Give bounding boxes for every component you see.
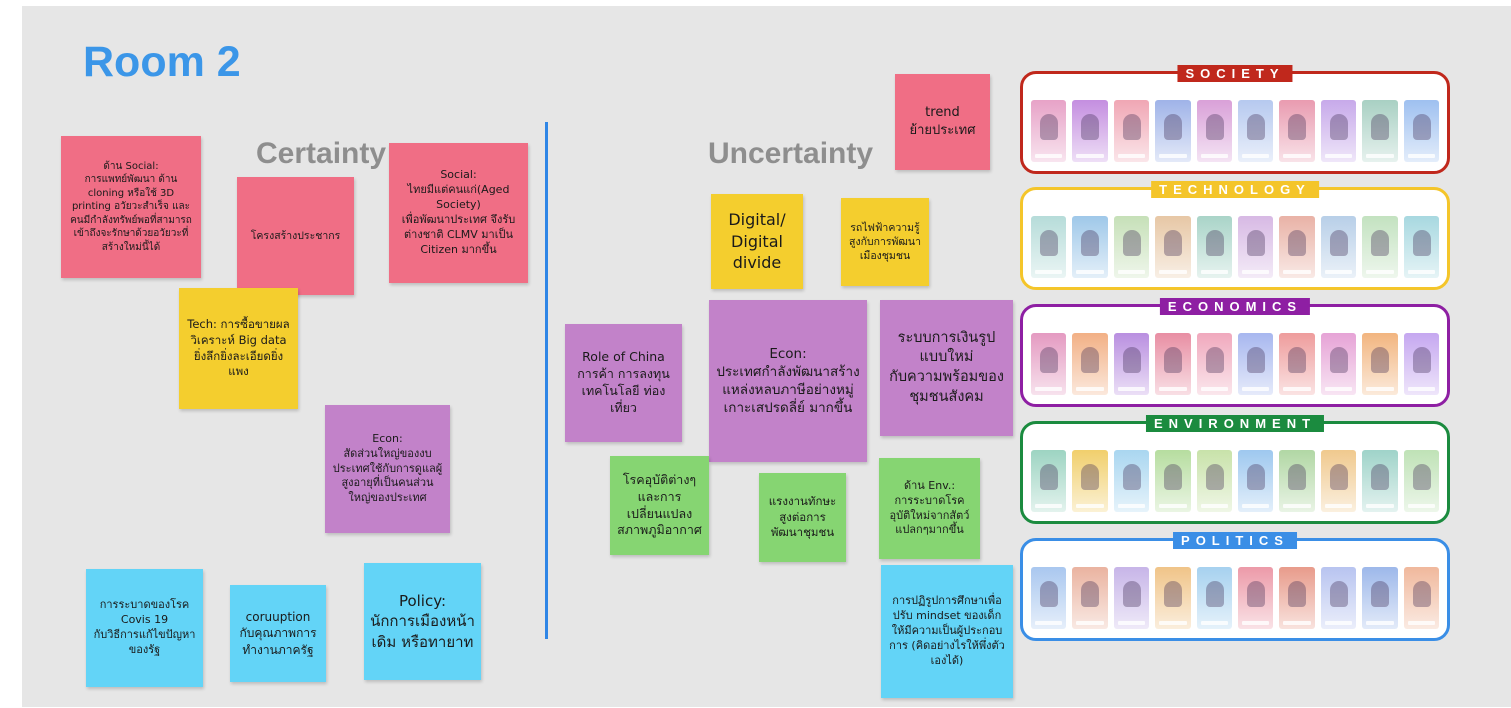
trend-card-thumbnail[interactable] <box>1362 567 1398 629</box>
trend-card-thumbnail[interactable] <box>1279 450 1315 512</box>
trend-card-thumbnail[interactable] <box>1362 333 1398 395</box>
trend-cards <box>1031 333 1440 395</box>
trend-cards <box>1031 450 1440 512</box>
trend-card-thumbnail[interactable] <box>1403 100 1440 162</box>
category-panel-environment: ENVIRONMENT <box>1020 415 1450 524</box>
sticky-note[interactable]: การระบาดของโรค Covis 19 กับวิธีการแก้ไขป… <box>86 569 203 687</box>
trend-card-thumbnail[interactable] <box>1320 100 1357 162</box>
sticky-note[interactable]: ระบบการเงินรูปแบบใหม่ กับความพร้อมของชุม… <box>880 300 1013 436</box>
sticky-note[interactable]: ด้าน Social: การแพทย์พัฒนา ด้าน cloning … <box>61 136 201 278</box>
trend-card-thumbnail[interactable] <box>1155 567 1191 629</box>
trend-card-thumbnail[interactable] <box>1279 100 1315 162</box>
trend-card-thumbnail[interactable] <box>1072 450 1108 512</box>
category-title: SOCIETY <box>1177 65 1293 82</box>
trend-card-thumbnail[interactable] <box>1155 216 1191 278</box>
trend-card-thumbnail[interactable] <box>1072 100 1108 162</box>
category-panel-economics: ECONOMICS <box>1020 298 1450 407</box>
trend-card-thumbnail[interactable] <box>1031 333 1067 395</box>
category-title: TECHNOLOGY <box>1151 181 1319 198</box>
trend-card-thumbnail[interactable] <box>1238 100 1274 162</box>
trend-card-thumbnail[interactable] <box>1403 450 1440 512</box>
sticky-note[interactable]: Social: ไทยมีแต่คนแก่(Aged Society) เพื่… <box>389 143 528 283</box>
trend-card-thumbnail[interactable] <box>1031 450 1067 512</box>
sticky-note[interactable]: การปฏิรูปการศึกษาเพื่อปรับ mindset ของเด… <box>881 565 1013 698</box>
category-panel-society: SOCIETY <box>1020 65 1450 174</box>
trend-card-thumbnail[interactable] <box>1072 567 1108 629</box>
trend-card-thumbnail[interactable] <box>1238 567 1274 629</box>
trend-card-thumbnail[interactable] <box>1279 333 1315 395</box>
trend-cards <box>1031 567 1440 629</box>
trend-card-thumbnail[interactable] <box>1320 450 1357 512</box>
trend-card-thumbnail[interactable] <box>1403 216 1440 278</box>
trend-card-thumbnail[interactable] <box>1031 216 1067 278</box>
trend-card-thumbnail[interactable] <box>1320 333 1357 395</box>
trend-card-thumbnail[interactable] <box>1196 100 1233 162</box>
trend-card-thumbnail[interactable] <box>1238 333 1274 395</box>
trend-card-thumbnail[interactable] <box>1279 567 1315 629</box>
sticky-note[interactable]: Policy: นักการเมืองหน้าเดิม หรือทายาท <box>364 563 481 680</box>
trend-card-thumbnail[interactable] <box>1196 216 1233 278</box>
sticky-note[interactable]: Econ: สัดส่วนใหญ่ของงบประเทศใช้กับการดูแ… <box>325 405 450 533</box>
trend-card-thumbnail[interactable] <box>1113 333 1150 395</box>
sticky-note[interactable]: coruuption กับคุณภาพการทำงานภาครัฐ <box>230 585 326 682</box>
trend-card-thumbnail[interactable] <box>1320 567 1357 629</box>
trend-card-thumbnail[interactable] <box>1362 450 1398 512</box>
category-title: ENVIRONMENT <box>1145 415 1325 432</box>
trend-cards <box>1031 216 1440 278</box>
sticky-note[interactable]: ด้าน Env.: การระบาดโรคอุบัติใหม่จากสัตว์… <box>879 458 980 559</box>
trend-card-thumbnail[interactable] <box>1113 216 1150 278</box>
category-title: POLITICS <box>1173 532 1297 549</box>
trend-card-thumbnail[interactable] <box>1196 450 1233 512</box>
category-panel-politics: POLITICS <box>1020 532 1450 641</box>
trend-card-thumbnail[interactable] <box>1072 216 1108 278</box>
trend-card-thumbnail[interactable] <box>1238 450 1274 512</box>
trend-card-thumbnail[interactable] <box>1362 216 1398 278</box>
trend-card-thumbnail[interactable] <box>1155 450 1191 512</box>
certainty-heading: Certainty <box>256 137 387 170</box>
sticky-note[interactable]: Tech: การซื้อขายผลวิเคราะห์ Big data ยิ่… <box>179 288 298 409</box>
sticky-note[interactable]: โครงสร้างประชากร <box>237 177 354 295</box>
sticky-note[interactable]: แรงงานทักษะสูงต่อการพัฒนาชุมชน <box>759 473 846 562</box>
trend-card-thumbnail[interactable] <box>1403 567 1440 629</box>
sticky-note[interactable]: Econ: ประเทศกำลังพัฒนาสร้างแหล่งหลบภาษีอ… <box>709 300 867 462</box>
trend-card-thumbnail[interactable] <box>1238 216 1274 278</box>
trend-card-thumbnail[interactable] <box>1403 333 1440 395</box>
category-title: ECONOMICS <box>1159 298 1311 315</box>
sticky-note[interactable]: รถไฟฟ้าความรู้สูงกับการพัฒนาเมืองชุมชน <box>841 198 929 286</box>
trend-card-thumbnail[interactable] <box>1031 100 1067 162</box>
trend-card-thumbnail[interactable] <box>1155 100 1191 162</box>
trend-card-thumbnail[interactable] <box>1072 333 1108 395</box>
section-divider <box>545 122 548 639</box>
uncertainty-heading: Uncertainty <box>708 137 874 170</box>
sticky-note[interactable]: โรคอุบัติต่างๆและการเปลี่ยนแปลงสภาพภูมิอ… <box>610 456 709 555</box>
trend-cards <box>1031 100 1440 162</box>
trend-card-thumbnail[interactable] <box>1279 216 1315 278</box>
trend-card-thumbnail[interactable] <box>1196 333 1233 395</box>
trend-card-thumbnail[interactable] <box>1362 100 1398 162</box>
trend-card-thumbnail[interactable] <box>1113 450 1150 512</box>
trend-card-thumbnail[interactable] <box>1320 216 1357 278</box>
trend-card-thumbnail[interactable] <box>1155 333 1191 395</box>
room-title: Room 2 <box>83 38 241 86</box>
sticky-note[interactable]: Digital/ Digital divide <box>711 194 803 289</box>
category-panel-technology: TECHNOLOGY <box>1020 181 1450 290</box>
trend-card-thumbnail[interactable] <box>1113 567 1150 629</box>
trend-card-thumbnail[interactable] <box>1113 100 1150 162</box>
sticky-note[interactable]: trend ย้ายประเทศ <box>895 74 990 170</box>
sticky-note[interactable]: Role of China การค้า การลงทุน เทคโนโลยี … <box>565 324 682 442</box>
trend-card-thumbnail[interactable] <box>1031 567 1067 629</box>
trend-card-thumbnail[interactable] <box>1196 567 1233 629</box>
